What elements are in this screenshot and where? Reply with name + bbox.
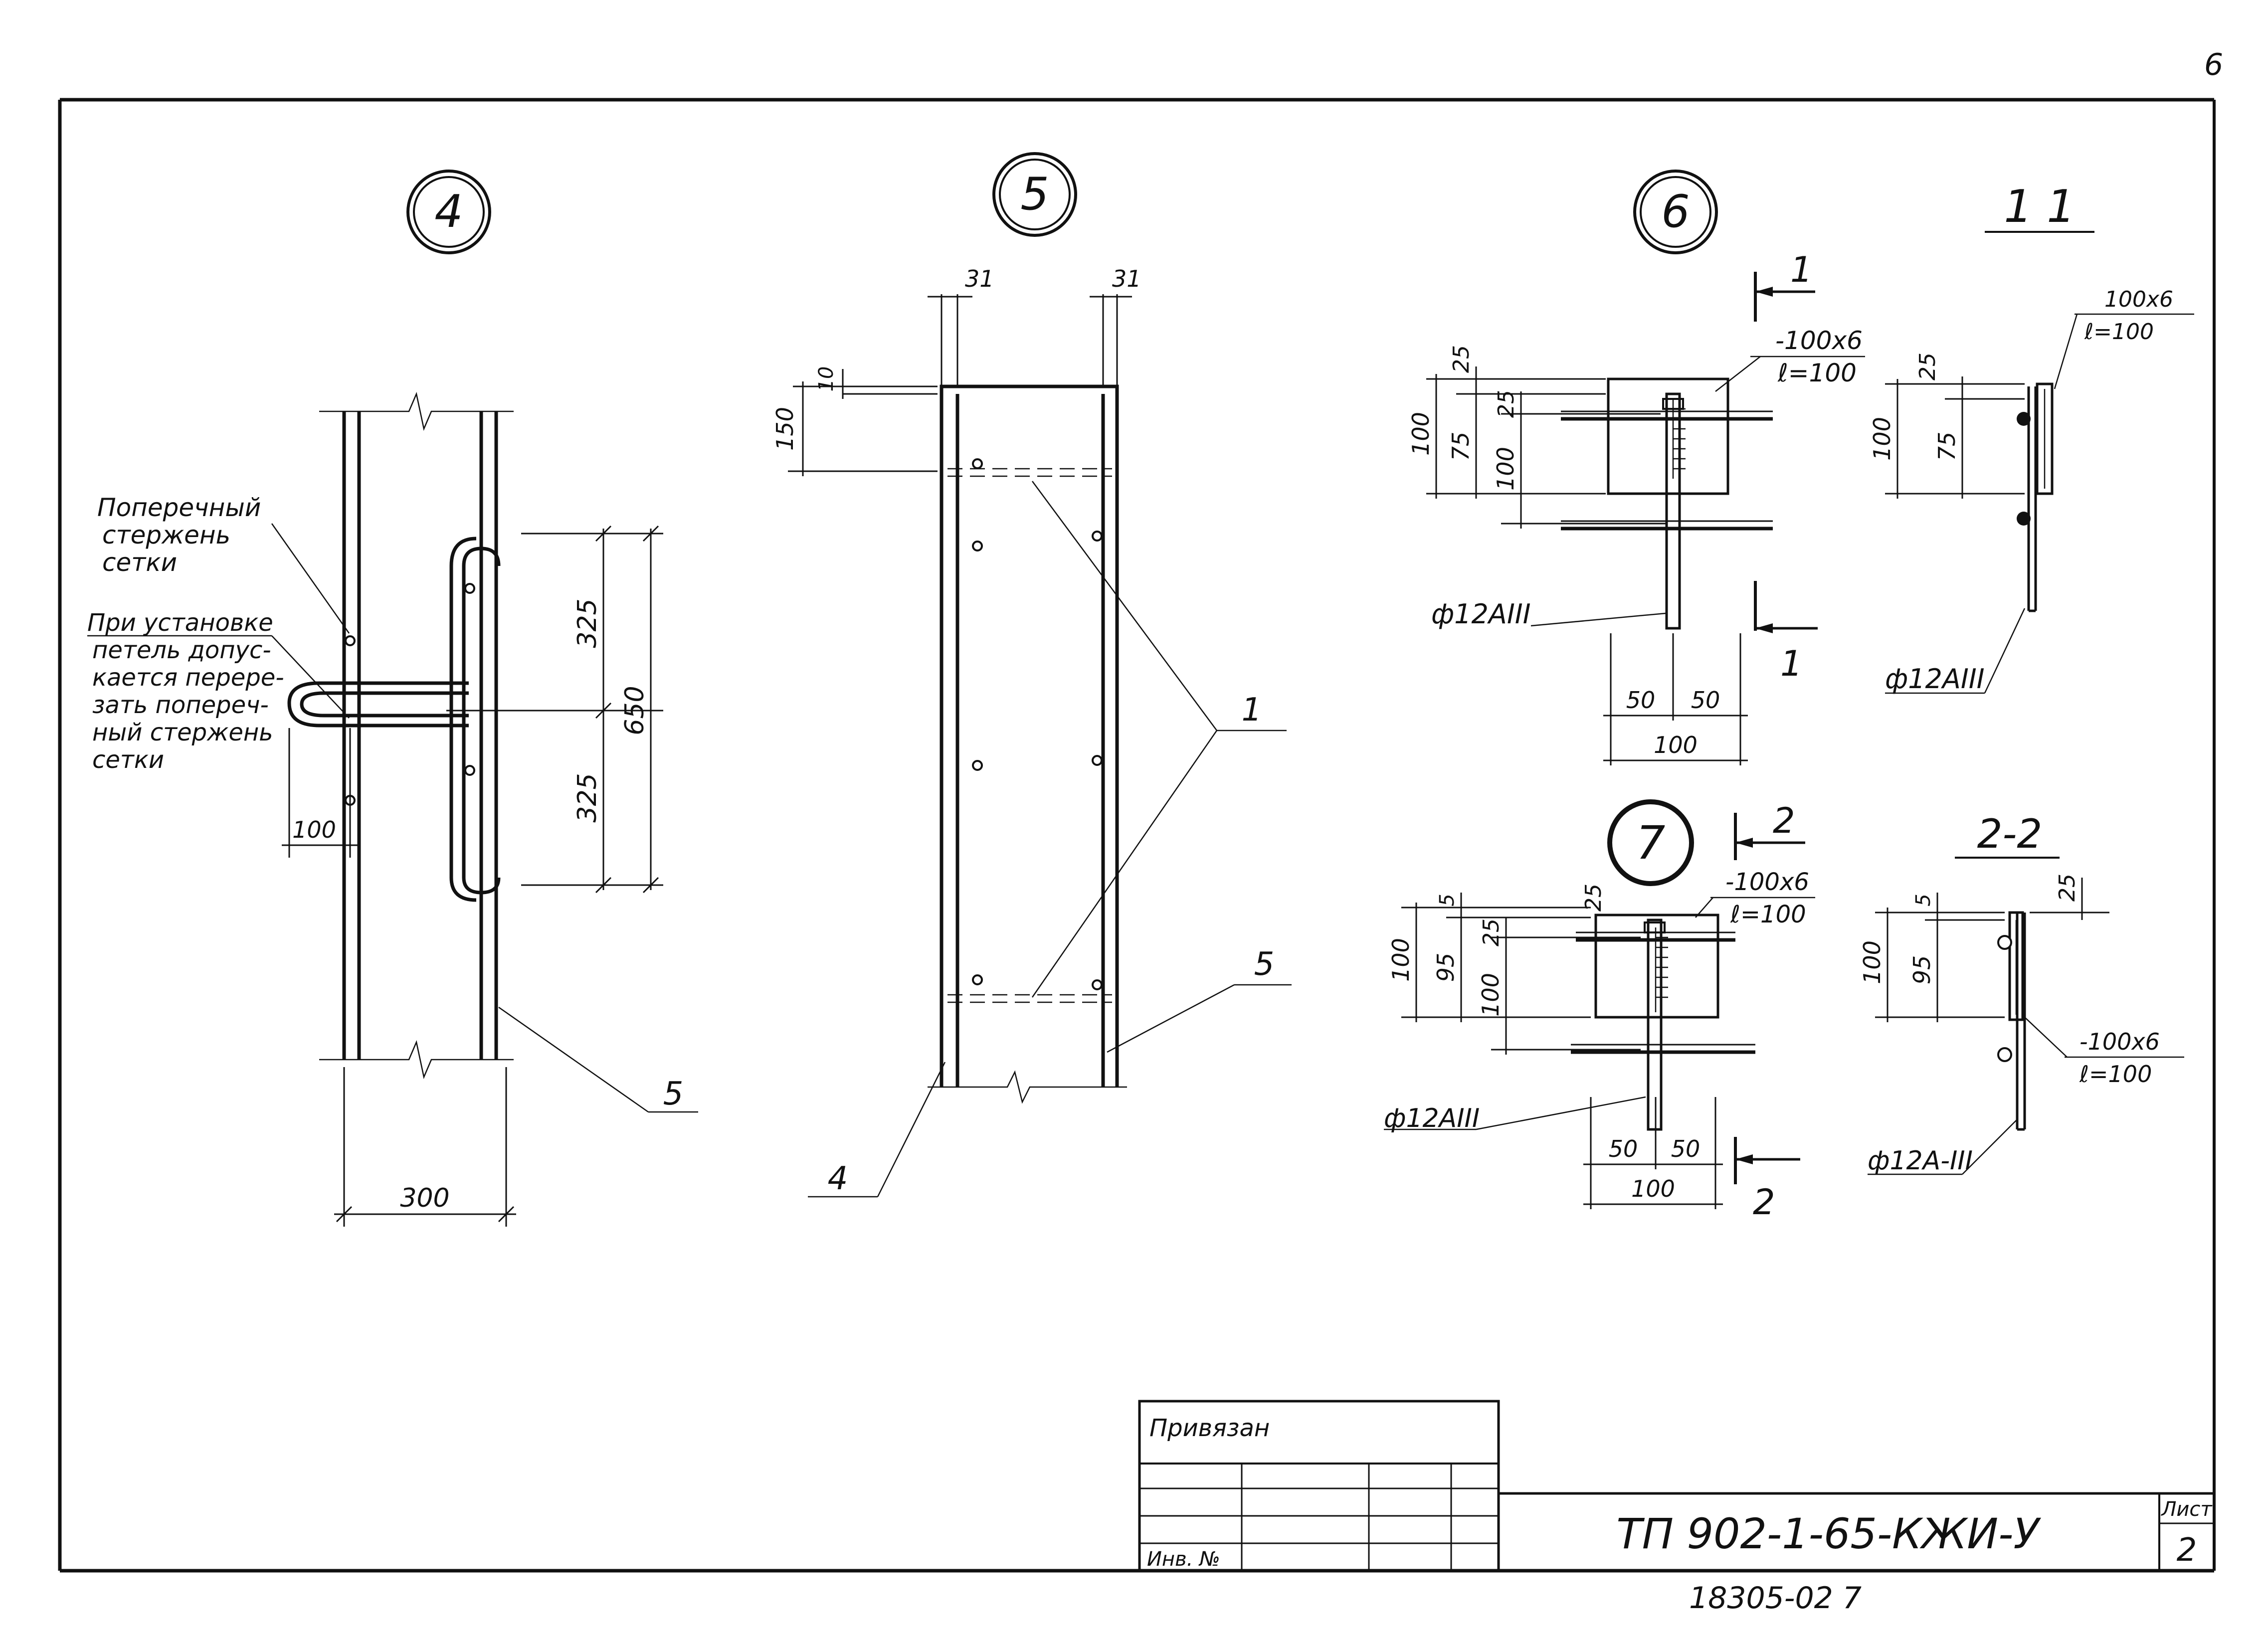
detail-7-dim-50a: 50 xyxy=(1609,1135,1638,1162)
section-2-2-dim-5: 5 xyxy=(1912,894,1935,906)
detail-7-section-mark-top: 2 xyxy=(1773,800,1795,841)
svg-text:зать попереч-: зать попереч- xyxy=(92,691,269,719)
detail-7-plate-len: ℓ=100 xyxy=(1730,901,1806,928)
detail-5-callout-1: 1 xyxy=(1242,692,1262,729)
detail-6-section-mark-top: 1 xyxy=(1790,249,1813,290)
detail-6-dim-25a: 25 xyxy=(1449,345,1474,373)
dim-300: 300 xyxy=(400,1183,449,1213)
dim-325-bottom: 325 xyxy=(572,773,602,822)
section-2-2-rebar: ф12А-III xyxy=(1868,1146,1973,1176)
title-block-doc-code: ТП 902-1-65-КЖИ-У xyxy=(1616,1509,2041,1558)
title-block-privyazan: Привязан xyxy=(1149,1414,1270,1442)
detail-5-marker: 5 xyxy=(1020,168,1049,220)
title-block-archive-no: 18305-02 7 xyxy=(1689,1581,1862,1616)
detail-7-dim-5: 5 xyxy=(1436,894,1459,906)
note-loop-installation: При установке петель допус- кается перер… xyxy=(87,609,350,774)
dim-325-top: 325 xyxy=(572,598,602,648)
svg-text:петель допус-: петель допус- xyxy=(92,636,271,664)
detail-6-dim-50a: 50 xyxy=(1626,687,1656,714)
detail-6-dim-75: 75 xyxy=(1447,432,1474,461)
detail-7-dim-100-left: 100 xyxy=(1387,938,1414,982)
detail-6-rebar: ф12АIII xyxy=(1431,598,1531,630)
title-block-sheet-label: Лист xyxy=(2160,1498,2213,1521)
svg-text:стержень: стержень xyxy=(102,521,230,550)
detail-7: 7 2 2 -100х6 ℓ=100 ф12АIII xyxy=(1384,799,1815,1223)
detail-7-dim-100-bottom: 100 xyxy=(1631,1175,1675,1202)
section-1-1-plate: 100х6 xyxy=(2104,287,2173,312)
section-1-1: 1 1 100х6 ℓ=100 25 100 75 ф12АIII xyxy=(1869,181,2194,695)
sheet-mark: 6 xyxy=(2204,47,2223,82)
detail-6-dim-100-bottom: 100 xyxy=(1654,732,1698,758)
svg-text:кается перере-: кается перере- xyxy=(92,664,284,692)
svg-text:сетки: сетки xyxy=(102,548,177,577)
sheet-frame: 6 xyxy=(58,47,2223,1573)
dim-31-left: 31 xyxy=(965,265,994,292)
section-2-2-dim-95: 95 xyxy=(1908,955,1935,985)
section-1-1-rebar: ф12АIII xyxy=(1885,663,1985,695)
section-1-1-dim-25: 25 xyxy=(1915,353,1940,380)
detail-6-dim-100-left: 100 xyxy=(1407,412,1434,456)
note-transverse-rod: Поперечный стержень сетки xyxy=(97,493,350,634)
detail-6: 6 1 1 -100х6 xyxy=(1407,170,1865,765)
detail-7-dim-95: 95 xyxy=(1432,953,1459,982)
svg-text:ный стержень: ный стержень xyxy=(92,719,273,746)
section-1-1-title: 1 1 xyxy=(2004,181,2075,233)
detail-7-rebar: ф12АIII xyxy=(1384,1103,1480,1133)
detail-7-section-mark-bottom: 2 xyxy=(1753,1182,1775,1223)
detail-6-section-mark-bottom: 1 xyxy=(1780,643,1803,684)
dim-650: 650 xyxy=(620,686,650,735)
detail-6-plate: -100х6 xyxy=(1775,326,1863,355)
detail-4-marker: 4 xyxy=(434,185,463,238)
title-block-inv: Инв. № xyxy=(1147,1548,1220,1571)
detail-6-plate-len: ℓ=100 xyxy=(1777,359,1857,387)
detail-4-callout-5: 5 xyxy=(663,1076,684,1112)
detail-6-dim-50b: 50 xyxy=(1691,687,1720,714)
section-2-2-plate: -100х6 xyxy=(2079,1028,2160,1055)
detail-5: 5 31 31 10 150 xyxy=(771,152,1292,1198)
section-2-2-plate-len: ℓ=100 xyxy=(2079,1061,2152,1088)
detail-7-plate: -100х6 xyxy=(1725,868,1809,896)
dim-150: 150 xyxy=(771,407,798,451)
detail-6-dim-25b: 25 xyxy=(1494,390,1519,418)
detail-7-dim-50b: 50 xyxy=(1671,1135,1701,1162)
detail-6-marker: 6 xyxy=(1661,185,1690,238)
svg-text:Поперечный: Поперечный xyxy=(97,493,261,522)
detail-5-callout-4: 4 xyxy=(828,1160,848,1197)
detail-7-dim-25a: 25 xyxy=(1581,884,1606,912)
detail-4: 4 325 325 650 xyxy=(87,170,698,1227)
title-block-sheet-no: 2 xyxy=(2177,1532,2197,1569)
dim-31-right: 31 xyxy=(1112,265,1141,292)
detail-7-marker: 7 xyxy=(1636,816,1666,870)
section-2-2-title: 2-2 xyxy=(1977,811,2043,857)
dim-100: 100 xyxy=(292,816,336,843)
section-2-2-dim-100: 100 xyxy=(1859,940,1886,984)
section-1-1-plate-len: ℓ=100 xyxy=(2084,319,2154,345)
title-block: Привязан Инв. № ТП 902-1-65-КЖИ-У Лист 2… xyxy=(1138,1400,2214,1616)
section-1-1-dim-100: 100 xyxy=(1869,417,1895,461)
detail-7-dim-25b: 25 xyxy=(1479,918,1504,946)
dim-10: 10 xyxy=(815,366,838,392)
section-2-2: 2-2 5 25 100 95 -100х6 ℓ=100 ф12А-III xyxy=(1859,811,2184,1176)
svg-text:При установке: При установке xyxy=(87,609,273,637)
detail-6-dim-100-inner: 100 xyxy=(1492,447,1519,491)
svg-text:сетки: сетки xyxy=(92,746,164,774)
detail-5-callout-5: 5 xyxy=(1254,946,1275,983)
section-2-2-dim-25: 25 xyxy=(2055,874,2080,902)
section-1-1-dim-75: 75 xyxy=(1933,432,1960,461)
detail-7-dim-100-inner: 100 xyxy=(1477,973,1504,1017)
